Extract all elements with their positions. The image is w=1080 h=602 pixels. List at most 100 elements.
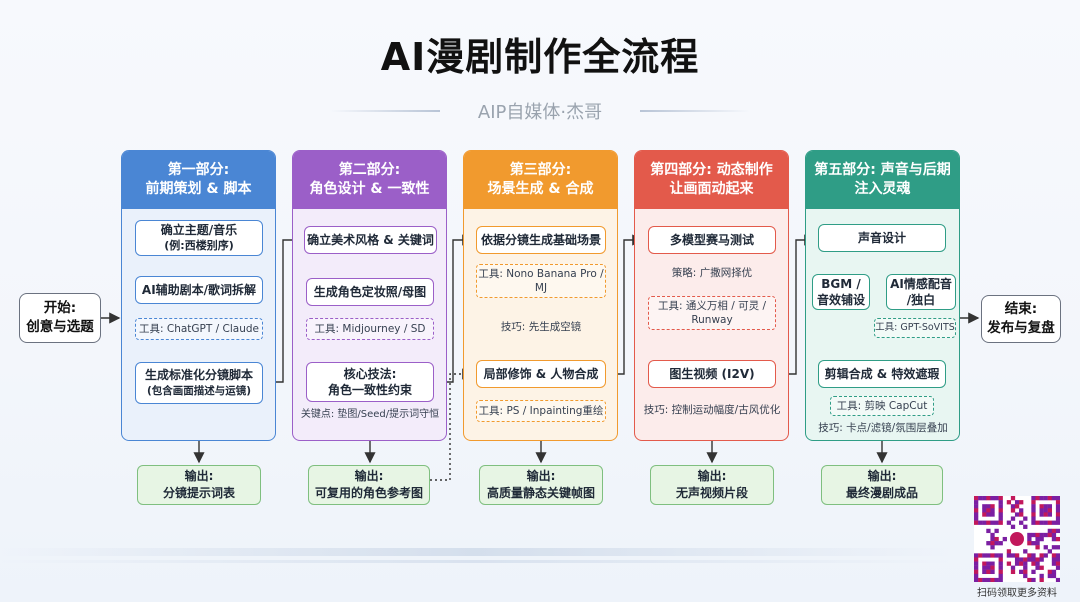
qr-module [974,512,979,517]
qr-module [1035,536,1040,542]
qr-module [978,577,983,583]
panel-part2-title: 第二部分: [338,162,401,178]
qr-module [1043,512,1048,517]
qr-module [1035,532,1040,538]
qr-module [1035,520,1040,525]
qr-module [982,520,987,525]
qr-module [982,577,987,583]
qr-module [974,504,979,509]
qr-module [1010,565,1016,570]
qr-module [1043,520,1048,525]
qr-module [1014,504,1020,509]
panel-part4: 第四部分: 动态制作 让画面动起来 [634,150,789,441]
qr-module [1051,569,1057,575]
qr-module [1031,561,1036,566]
panel-part3-title: 第三部分: [509,162,572,178]
qr-module [1019,520,1024,525]
p4-node-test-text: 多模型赛马测试 [669,233,754,247]
p5-tool-2-text: 工具: 剪映 CapCut [836,400,928,412]
qr-module [1039,508,1044,513]
qr-module [1023,569,1028,575]
p1-output-text: 分镜提示词表 [162,486,235,500]
qr-module [1010,504,1016,509]
p5-node-bgm-line1: BGM / [821,277,861,291]
qr-module [1055,512,1061,517]
p2-node-character: 生成角色定妆照/母图 [306,278,434,306]
p1-node-storyboard-line1: 生成标准化分镜脚本 [144,368,253,382]
p5-node-edit: 剪辑合成 & 特效遮瑕 [818,360,946,388]
qr-module [1051,573,1057,579]
qr-module [1043,508,1048,513]
qr-module [1055,561,1061,566]
p4-tip-2: 技巧: 控制运动幅度/古风优化 [636,403,788,417]
qr-module [1051,553,1057,558]
qr-module [986,565,991,570]
p5-node-sound: 声音设计 [818,224,946,252]
panel-part4-header: 第四部分: 动态制作 让画面动起来 [635,151,788,209]
qr-module [986,577,991,583]
panel-part5-header: 第五部分: 声音与后期 注入灵魂 [806,151,959,209]
qr-module [1047,549,1053,554]
qr-module [998,557,1003,562]
qr-module [1055,496,1061,501]
qr-module [998,500,1003,505]
qr-module [974,577,979,583]
p4-tip-2-text: 技巧: 控制运动幅度/古风优化 [643,404,781,416]
qr-module [1023,573,1028,579]
p4-tool-text: 工具: 通义万相 / 可灵 / Runway [658,300,766,326]
qr-module [1014,561,1020,566]
end-label: 结束: [1004,301,1038,317]
p5-node-voice-line2: /独白 [906,293,936,307]
qr-module [1047,512,1053,517]
qr-module [1047,532,1053,538]
qr-module [1031,569,1036,575]
qr-module [1010,569,1016,575]
qr-module [990,504,995,509]
qr-module [1010,516,1016,521]
qr-module [990,577,995,583]
qr-module [982,504,987,509]
p1-output: 输出: 分镜提示词表 [137,465,261,505]
qr-module [994,553,999,558]
qr-code-icon[interactable] [974,496,1061,583]
qr-module [1019,561,1024,566]
p4-node-i2v: 图生视频 (I2V) [648,360,776,388]
qr-module [994,520,999,525]
p4-node-i2v-text: 图生视频 (I2V) [669,367,755,381]
qr-module [1031,500,1036,505]
panel-part1-header: 第一部分: 前期策划 & 脚本 [122,151,275,209]
qr-code-graphic [974,496,1061,583]
qr-module [998,520,1003,525]
qr-module [994,577,999,583]
qr-module [1031,504,1036,509]
qr-module [1043,504,1048,509]
qr-module [1051,536,1057,542]
qr-module [1055,545,1061,550]
qr-module [1051,496,1057,501]
qr-module [1055,553,1061,558]
qr-module [998,516,1003,521]
qr-module [986,561,991,566]
qr-module [1031,541,1036,546]
p2-node-style-text: 确立美术风格 & 关键词 [307,233,434,247]
qr-module [1031,496,1036,501]
qr-module [1043,496,1048,501]
p3-tool-1-text: 工具: Nono Banana Pro / MJ [478,268,604,294]
p3-tool-1: 工具: Nono Banana Pro / MJ [476,264,606,298]
qr-module [986,541,991,546]
qr-module [1039,536,1044,542]
qr-module [998,496,1003,501]
p1-node-script-text: AI辅助剧本/歌词拆解 [141,283,257,297]
qr-module [1039,573,1044,579]
p5-node-sound-text: 声音设计 [857,231,906,245]
qr-module [1019,557,1024,562]
qr-module [1039,504,1044,509]
qr-module [998,573,1003,579]
qr-module [1010,524,1016,529]
qr-module [990,561,995,566]
p5-node-bgm-line2: 音效铺设 [816,293,865,307]
p5-output-text: 最终漫剧成品 [845,486,918,500]
qr-module [1031,577,1036,583]
qr-module [1055,508,1061,513]
p1-node-theme: 确立主题/音乐 (例:西楼别序) [135,220,263,256]
